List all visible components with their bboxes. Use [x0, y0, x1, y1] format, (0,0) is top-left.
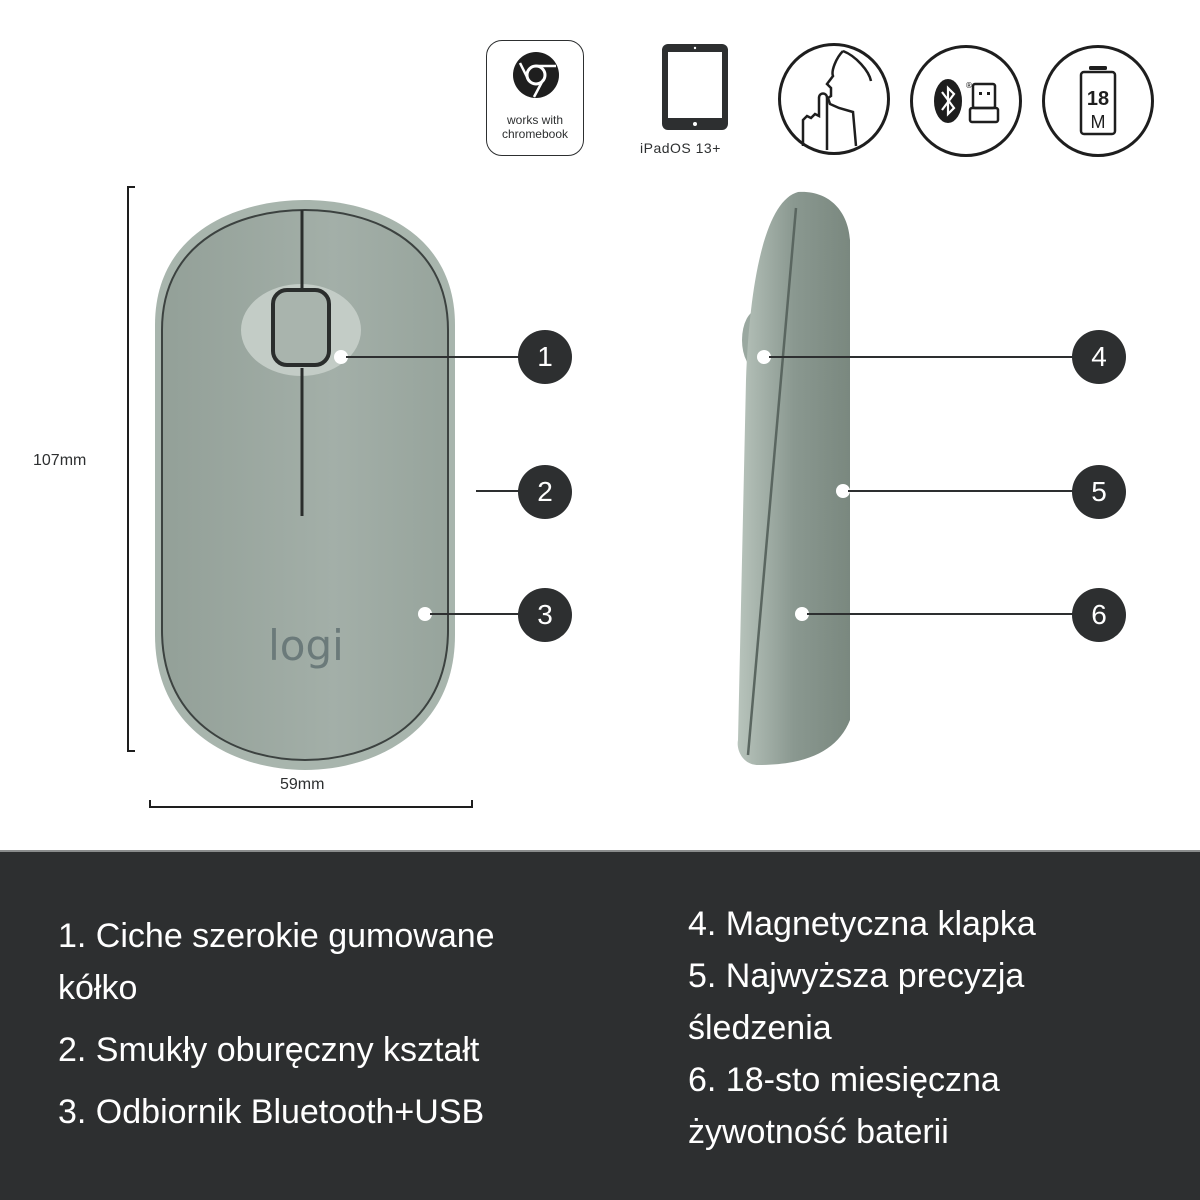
svg-text:®: ® — [965, 81, 973, 90]
feature-item-5: 5. Najwyższa precyzja śledzenia — [688, 950, 1188, 1054]
bluetooth-usb-icon: ® — [934, 79, 1000, 124]
chromebook-label-line1: works with — [506, 113, 563, 127]
mouse-top-view: logi — [155, 200, 455, 770]
feature-item-3: 3. Odbiornik Bluetooth+USB — [58, 1093, 485, 1131]
ipad-badge — [660, 42, 730, 132]
feature-5-line2: śledzenia — [688, 1009, 832, 1047]
feature-5-line1: 5. Najwyższa precyzja — [688, 957, 1025, 995]
feature-item-2: 2. Smukły oburęczny kształt — [58, 1031, 480, 1069]
feature-6-line2: żywotność baterii — [688, 1113, 949, 1151]
battery-value: 18 — [1086, 88, 1110, 110]
width-dimension-bracket — [149, 800, 473, 808]
connectivity-badge: ® — [910, 45, 1022, 157]
callout-5-leader — [848, 490, 1075, 492]
chromebook-badge: works with chromebook — [486, 40, 584, 156]
callout-5-dot — [836, 484, 850, 498]
ipad-label: iPadOS 13+ — [640, 140, 721, 156]
callout-1-badge: 1 — [518, 330, 572, 384]
battery-icon — [1079, 66, 1117, 136]
tablet-icon — [662, 44, 728, 130]
callout-3-dot — [418, 607, 432, 621]
callout-1-leader — [346, 356, 522, 358]
silent-click-icon — [801, 49, 873, 150]
callout-5-badge: 5 — [1072, 465, 1126, 519]
callout-3-leader — [430, 613, 522, 615]
feature-6-line1: 6. 18-sto miesięczna — [688, 1061, 1000, 1099]
callout-6-badge: 6 — [1072, 588, 1126, 642]
callout-1-dot — [334, 350, 348, 364]
chromebook-label: works with chromebook — [487, 113, 583, 141]
chrome-icon — [513, 52, 559, 98]
callout-4-leader — [769, 356, 1075, 358]
chromebook-label-line2: chromebook — [501, 127, 569, 141]
mouse-side-view — [737, 191, 850, 765]
callout-6-leader — [807, 613, 1075, 615]
feature-1-line1: 1. Ciche szerokie gumowane — [58, 917, 495, 955]
callout-2-leader — [476, 490, 522, 492]
height-dimension-bracket — [127, 186, 135, 752]
callout-4-badge: 4 — [1072, 330, 1126, 384]
silent-badge — [778, 43, 890, 155]
callout-4-dot — [757, 350, 771, 364]
callout-6-dot — [795, 607, 809, 621]
feature-1-line2: kółko — [58, 969, 138, 1007]
callout-2-badge: 2 — [518, 465, 572, 519]
callout-3-badge: 3 — [518, 588, 572, 642]
width-dimension-label: 59mm — [280, 776, 325, 793]
feature-item-4: 4. Magnetyczna klapka — [688, 905, 1036, 943]
features-panel — [0, 850, 1200, 1200]
feature-item-6: 6. 18-sto miesięczna żywotność baterii — [688, 1054, 1188, 1158]
feature-item-1: 1. Ciche szerokie gumowane kółko — [58, 910, 618, 1014]
svg-text:logi: logi — [268, 621, 344, 670]
battery-unit: M — [1090, 112, 1106, 132]
features-left-list: 1. Ciche szerokie gumowane kółko 2. Smuk… — [58, 910, 618, 1148]
battery-badge: 18 M — [1042, 45, 1154, 157]
height-dimension-label: 107mm — [33, 452, 87, 469]
features-right-list: 4. Magnetyczna klapka 5. Najwyższa precy… — [688, 898, 1188, 1158]
